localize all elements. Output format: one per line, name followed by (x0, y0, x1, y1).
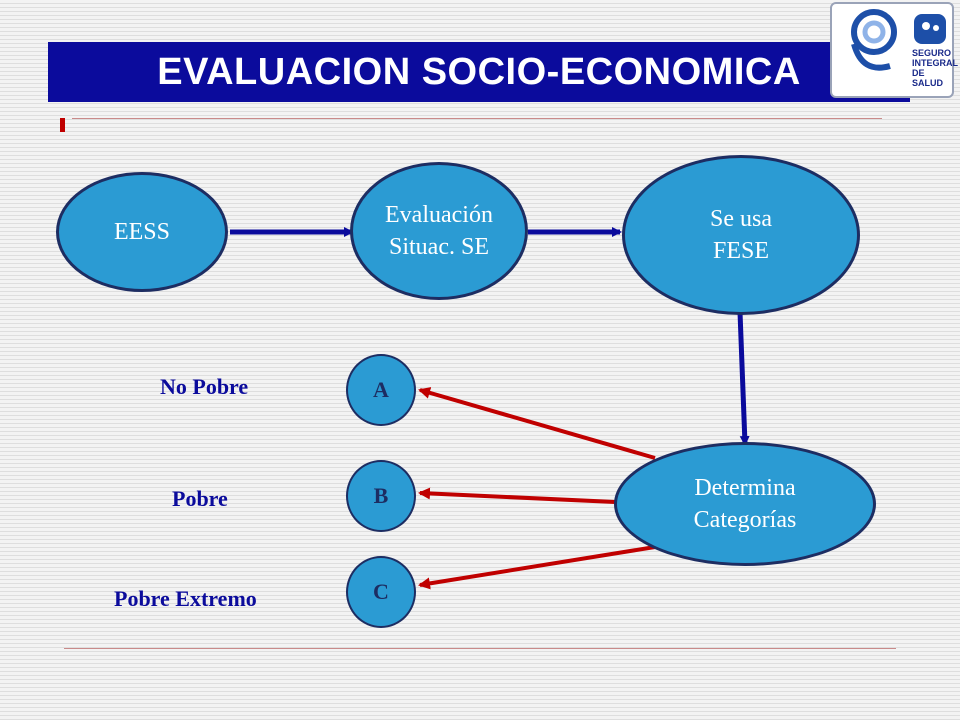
seguro-integral-logo: SEGURO INTEGRAL DE SALUD (830, 2, 958, 98)
divider-top (72, 118, 882, 119)
arrow-fese-to-determina (737, 311, 750, 446)
title-bar: EVALUACION SOCIO-ECONOMICA (48, 42, 910, 102)
arrow-determina-to-b (418, 487, 616, 504)
arrow-determina-to-c (418, 545, 656, 590)
node-category-a: A (346, 354, 416, 426)
node-eess: EESS (56, 172, 228, 292)
page-title: EVALUACION SOCIO-ECONOMICA (157, 50, 801, 93)
label-pobre: Pobre (172, 486, 228, 511)
label-pobre-extremo: Pobre Extremo (114, 586, 257, 611)
arrow-determina-to-a (418, 387, 656, 460)
node-fese: Se usa FESE (622, 155, 860, 315)
node-category-b: B (346, 460, 416, 532)
node-category-c: C (346, 556, 416, 628)
logo-emblem-icon (851, 9, 946, 71)
logo-text: SEGURO INTEGRAL DE SALUD (912, 48, 958, 88)
divider-bottom (64, 648, 896, 649)
node-determina: Determina Categorías (614, 442, 876, 566)
node-evaluacion: Evaluación Situac. SE (350, 162, 528, 300)
accent-tick (60, 118, 65, 132)
label-no-pobre: No Pobre (160, 374, 249, 399)
